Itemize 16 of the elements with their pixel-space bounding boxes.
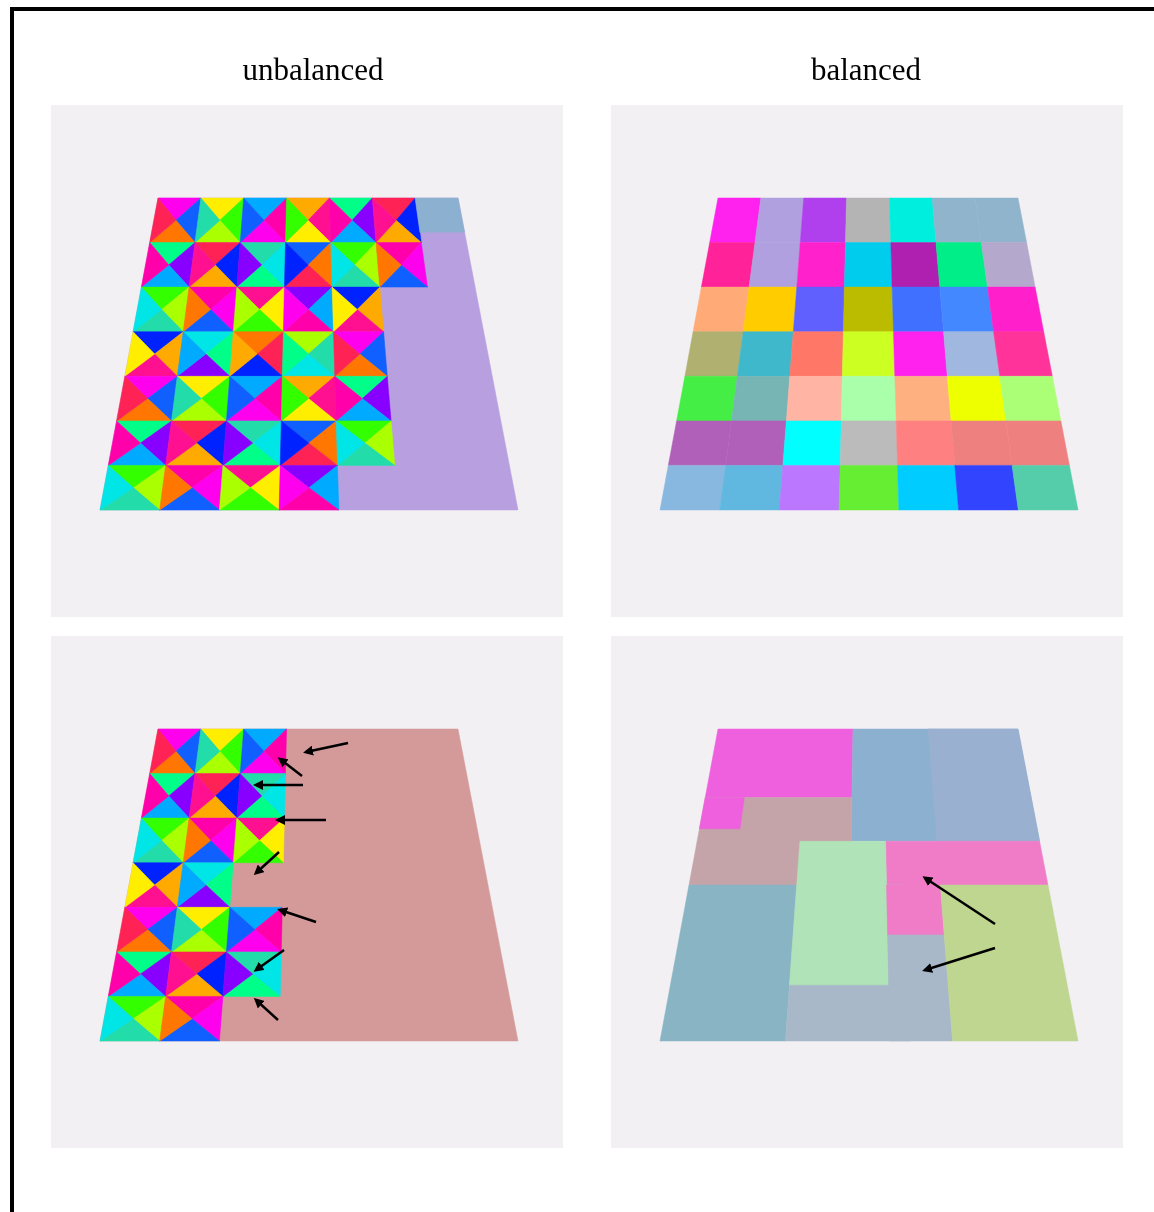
mesh-drawing bbox=[611, 105, 1123, 617]
arrow bbox=[922, 876, 996, 926]
arrow bbox=[253, 949, 285, 972]
arrow bbox=[303, 741, 349, 756]
mesh-drawing bbox=[51, 636, 563, 1148]
mesh-drawing bbox=[51, 105, 563, 617]
arrow bbox=[253, 998, 279, 1021]
mesh-drawing bbox=[611, 636, 1123, 1148]
arrow bbox=[277, 757, 303, 777]
arrow bbox=[922, 946, 996, 973]
arrow bbox=[275, 815, 326, 825]
column-heading: unbalanced bbox=[242, 52, 384, 88]
arrow bbox=[277, 907, 317, 924]
arrow bbox=[253, 851, 280, 875]
arrow bbox=[253, 780, 303, 790]
column-heading: balanced bbox=[810, 52, 922, 88]
